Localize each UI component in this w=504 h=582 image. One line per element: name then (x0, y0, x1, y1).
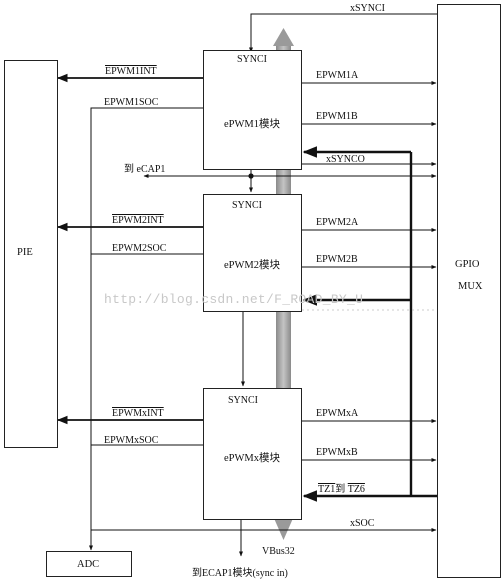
to-ecap1-sync-label: 到ECAP1模块(sync in) (192, 568, 288, 579)
epwmxint-label: EPWMxINT (112, 408, 164, 419)
gpio-mux-block: GPIO MUX (437, 4, 501, 578)
epwmxb-label: EPWMxB (316, 447, 358, 458)
pie-label: PIE (17, 247, 33, 258)
epwm2-name: ePWM2模块 (224, 260, 280, 271)
xsoc-label: xSOC (350, 518, 375, 529)
tz-label: TZ1到 TZ6 (318, 484, 365, 495)
tz1-label: TZ1 (318, 484, 336, 495)
epwm1int-label: EPWM1INT (105, 66, 157, 77)
epwmx-synci-label: SYNCI (228, 395, 259, 406)
epwm2-synci-label: SYNCI (232, 200, 263, 211)
epwm2b-label: EPWM2B (316, 254, 358, 265)
watermark-text: http://blog.csdn.net/F_ROAD_BY_U (104, 292, 364, 307)
xsynci-line (249, 13, 437, 53)
epwmxa-label: EPWMxA (316, 408, 359, 419)
tz6-label: TZ6 (347, 484, 365, 495)
epwm1-synci-label: SYNCI (237, 54, 268, 65)
epwm2-module: SYNCI ePWM2模块 (203, 194, 302, 312)
epwmx-name: ePWMx模块 (224, 453, 280, 464)
epwm2soc-label: EPWM2SOC (112, 243, 167, 254)
tz-lines (302, 146, 437, 502)
pie-block: PIE (4, 60, 58, 448)
epwm1-name: ePWM1模块 (224, 119, 280, 130)
epwmx-module: SYNCI ePWMx模块 (203, 388, 302, 520)
vbus32-label: VBus32 (262, 546, 295, 557)
epwmxsoc-label: EPWMxSOC (104, 435, 159, 446)
gpio-label: GPIO (455, 259, 480, 270)
to-ecap1-label: 到 eCAP1 (124, 164, 166, 175)
adc-block: ADC (46, 551, 132, 577)
epwm1b-label: EPWM1B (316, 111, 358, 122)
epwm2a-label: EPWM2A (316, 217, 359, 228)
tz-to-label: 到 (335, 484, 346, 495)
epwm1a-label: EPWM1A (316, 70, 359, 81)
adc-label: ADC (77, 559, 100, 570)
epwm1-module: SYNCI ePWM1模块 (203, 50, 302, 170)
mux-label: MUX (458, 281, 483, 292)
xsynci-label: xSYNCI (350, 3, 386, 14)
epwm1soc-label: EPWM1SOC (104, 97, 159, 108)
xsynco-label: xSYNCO (326, 154, 365, 165)
soc-bus (90, 107, 203, 546)
epwm2int-label: EPWM2INT (112, 215, 164, 226)
